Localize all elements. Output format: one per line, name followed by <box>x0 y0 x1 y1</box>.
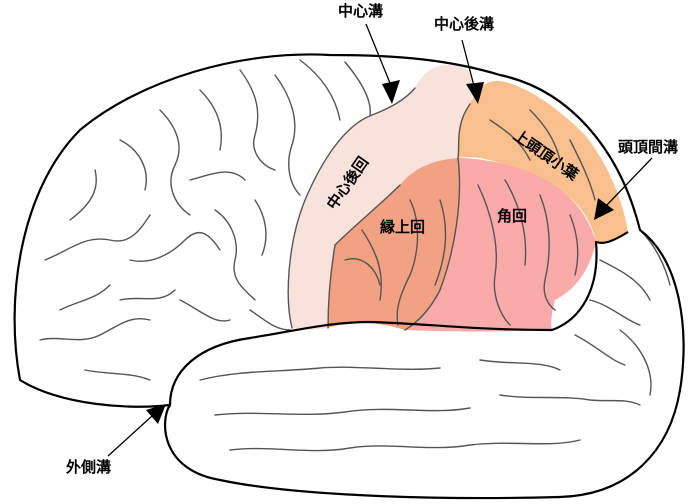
pointer-central-sulcus <box>365 23 400 104</box>
label-central-sulcus: 中心溝 <box>338 2 384 20</box>
supramarginal-gyrus-region <box>328 158 460 330</box>
label-intraparietal-sulcus: 頭頂間溝 <box>618 138 679 156</box>
angular-gyrus-region <box>405 158 596 332</box>
label-postcentral-sulcus: 中心後溝 <box>434 15 495 33</box>
postcentral-sulcus-line <box>457 103 471 159</box>
brain-outline <box>13 53 685 500</box>
postcentral-gyrus-region <box>288 64 474 330</box>
label-lateral-sulcus: 外側溝 <box>66 458 112 476</box>
temporal-lobe-outline <box>168 231 629 406</box>
label-angular-gyrus: 角回 <box>497 207 528 225</box>
gyral-folds <box>39 59 671 452</box>
label-supramarginal-gyrus: 縁上回 <box>380 218 426 236</box>
central-sulcus-line <box>287 87 416 329</box>
pointer-lateral-sulcus <box>107 404 166 457</box>
region-boundaries <box>327 157 461 331</box>
pointer-intraparietal-sulcus <box>594 157 653 220</box>
pointer-postcentral-sulcus <box>461 39 484 104</box>
superior-parietal-lobule-region <box>458 80 628 243</box>
